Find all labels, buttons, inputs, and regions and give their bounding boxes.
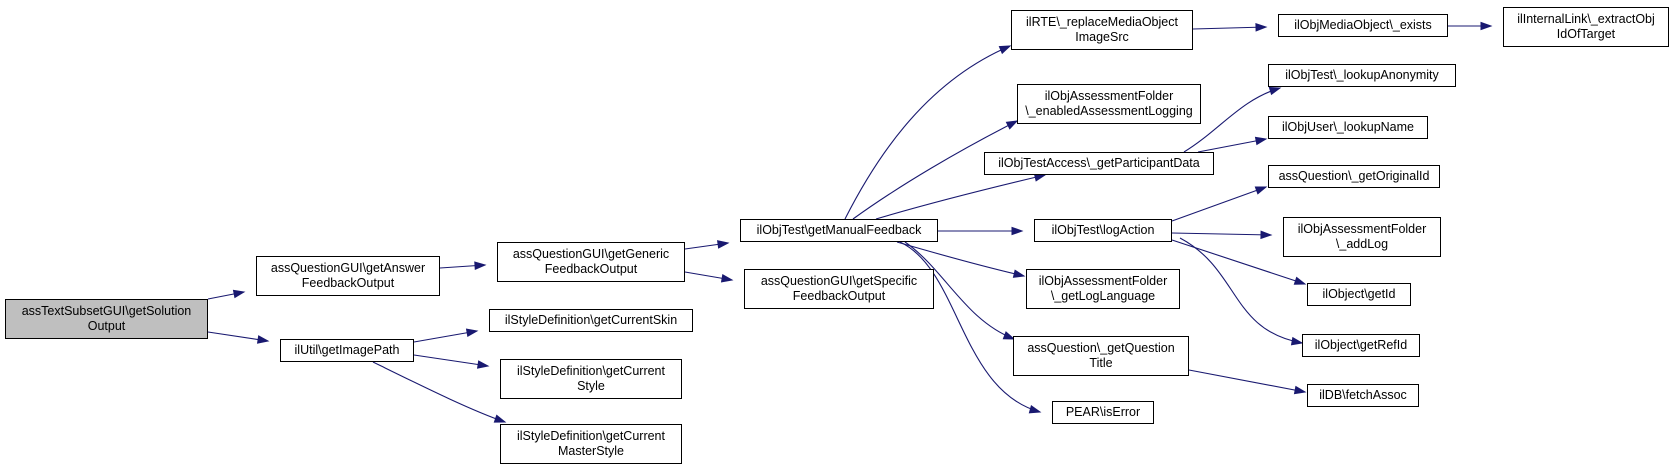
edge-manual-to-question-title: [904, 241, 1015, 340]
arrowhead-manual-to-log-action: [1011, 226, 1024, 236]
node-question-title[interactable]: assQuestion\_getQuestion Title: [1013, 336, 1189, 376]
edge-participant-to-lookup-anonymity: [1183, 87, 1281, 153]
arrowhead-answer-feedback-to-generic: [474, 261, 487, 271]
node-pear-iserror[interactable]: PEAR\isError: [1052, 401, 1154, 424]
arrowhead-manual-to-enabled-logging: [1005, 120, 1019, 130]
node-root[interactable]: assTextSubsetGUI\getSolution Output: [5, 299, 208, 339]
arrowhead-generic-to-manual-feedback: [717, 240, 730, 249]
arrowhead-participant-to-lookup-anonymity: [1268, 86, 1282, 96]
edge-participant-to-lookup-name: [1197, 138, 1267, 153]
node-manual-feedback[interactable]: ilObjTest\getManualFeedback: [740, 219, 938, 242]
edge-manual-to-log-language: [896, 241, 1025, 277]
edge-log-action-to-get-ref-id: [1179, 237, 1303, 344]
edge-question-title-to-fetch-assoc: [1188, 369, 1306, 393]
edge-manual-to-enabled-logging: [852, 120, 1018, 220]
node-get-ref-id[interactable]: ilObject\getRefId: [1302, 334, 1420, 357]
node-lookup-anonymity[interactable]: ilObjTest\_lookupAnonymity: [1268, 64, 1456, 87]
node-lookup-name[interactable]: ilObjUser\_lookupName: [1268, 116, 1428, 139]
edge-replace-media-to-media-exists: [1192, 26, 1267, 30]
arrowhead-log-action-to-get-ref-id: [1290, 336, 1304, 346]
edge-manual-to-replace-media: [844, 45, 1011, 220]
node-specific-feedback[interactable]: assQuestionGUI\getSpecific FeedbackOutpu…: [744, 269, 934, 309]
arrowhead-manual-to-pear-iserror: [1028, 405, 1042, 414]
arrowhead-root-to-answer-feedback: [232, 289, 246, 299]
node-participant-data[interactable]: ilObjTestAccess\_getParticipantData: [984, 152, 1214, 175]
node-image-path[interactable]: ilUtil\getImagePath: [280, 339, 414, 362]
node-current-skin[interactable]: ilStyleDefinition\getCurrentSkin: [489, 309, 693, 332]
node-current-style[interactable]: ilStyleDefinition\getCurrent Style: [500, 359, 682, 399]
node-answer-feedback[interactable]: assQuestionGUI\getAnswer FeedbackOutput: [256, 256, 440, 296]
node-log-language[interactable]: ilObjAssessmentFolder \_getLogLanguage: [1026, 269, 1180, 309]
arrowhead-image-path-to-current-style: [476, 360, 490, 369]
node-get-id[interactable]: ilObject\getId: [1307, 283, 1411, 306]
node-enabled-logging[interactable]: ilObjAssessmentFolder \_enabledAssessmen…: [1017, 84, 1201, 124]
arrowhead-question-title-to-fetch-assoc: [1293, 385, 1307, 395]
edge-image-path-to-current-skin: [413, 330, 478, 343]
arrowhead-participant-to-lookup-name: [1254, 136, 1268, 146]
arrowhead-manual-to-question-title: [1002, 331, 1016, 340]
edge-image-path-to-master-style: [372, 361, 506, 423]
arrowhead-manual-to-log-language: [1012, 269, 1026, 278]
node-current-master-style[interactable]: ilStyleDefinition\getCurrent MasterStyle: [500, 424, 682, 464]
edge-log-action-to-add-log: [1171, 232, 1272, 236]
node-original-id[interactable]: assQuestion\_getOriginalId: [1268, 165, 1440, 188]
arrowhead-image-path-to-master-style: [493, 414, 507, 423]
node-fetch-assoc[interactable]: ilDB\fetchAssoc: [1307, 384, 1419, 407]
arrowhead-log-action-to-add-log: [1260, 230, 1273, 240]
node-log-action[interactable]: ilObjTest\logAction: [1034, 219, 1172, 242]
arrowhead-root-to-image-path: [256, 335, 270, 344]
arrowhead-image-path-to-current-skin: [465, 328, 479, 338]
node-media-exists[interactable]: ilObjMediaObject\_exists: [1278, 14, 1448, 37]
edge-manual-to-participant-data: [875, 174, 1046, 220]
node-extract-obj-id[interactable]: ilInternalLink\_extractObj IdOfTarget: [1503, 7, 1669, 47]
arrowhead-log-action-to-original-id: [1254, 186, 1268, 195]
node-replace-media[interactable]: ilRTE\_replaceMediaObject ImageSrc: [1011, 10, 1193, 50]
arrowhead-manual-to-replace-media: [998, 45, 1012, 55]
edge-manual-to-pear-iserror: [899, 241, 1041, 413]
arrowhead-replace-media-to-media-exists: [1255, 22, 1268, 32]
node-generic-feedback[interactable]: assQuestionGUI\getGeneric FeedbackOutput: [497, 242, 685, 282]
edge-image-path-to-current-style: [413, 354, 489, 367]
arrowhead-log-action-to-get-id: [1293, 276, 1307, 285]
edge-log-action-to-original-id: [1171, 186, 1267, 222]
arrowhead-generic-to-specific-feedback: [720, 273, 734, 283]
node-add-log[interactable]: ilObjAssessmentFolder \_addLog: [1283, 217, 1441, 257]
arrowhead-media-exists-to-extract-obj-id: [1480, 21, 1493, 31]
